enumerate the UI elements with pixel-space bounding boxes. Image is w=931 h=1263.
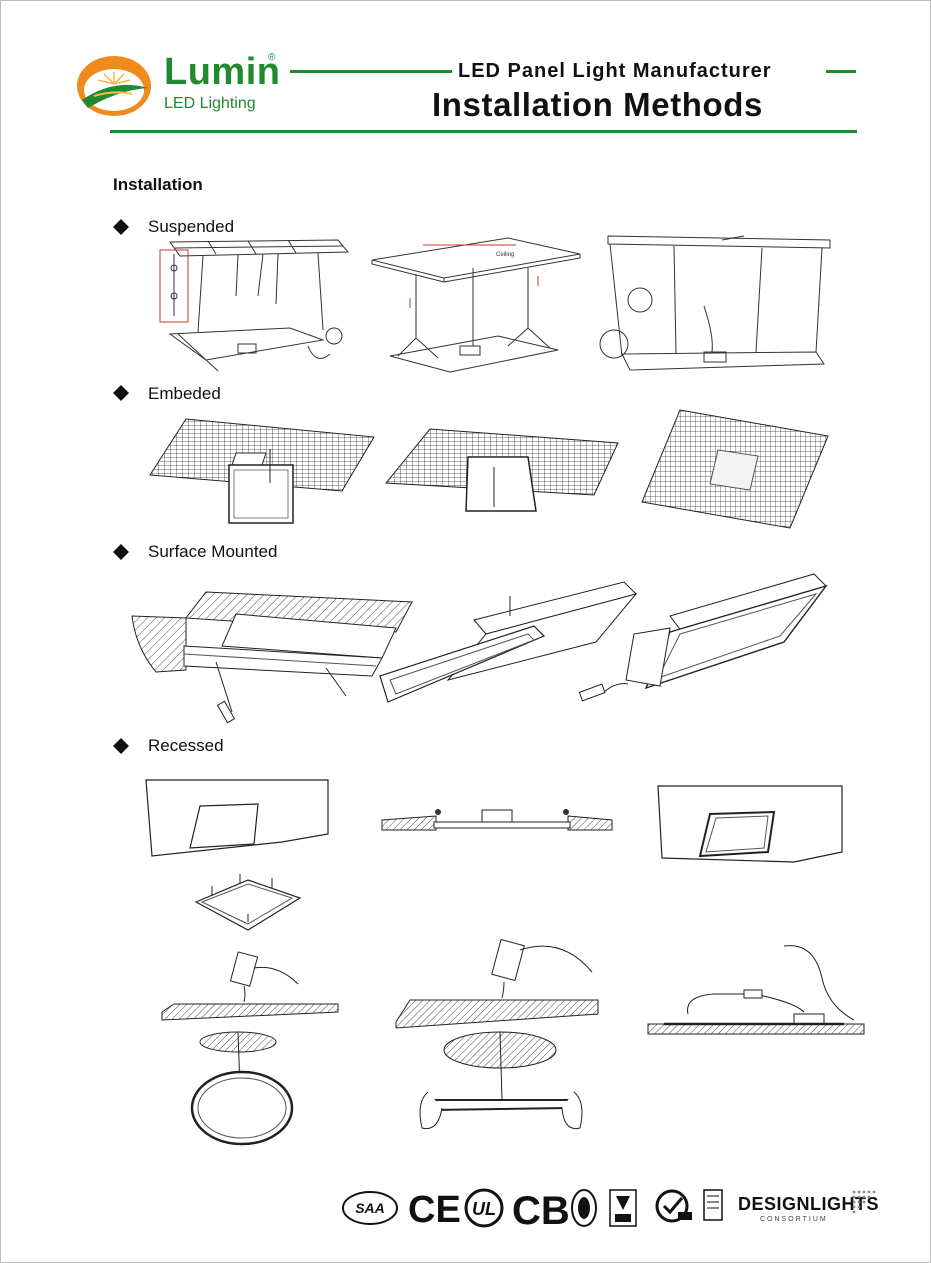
consortium-text: CONSORTIUM (760, 1216, 828, 1223)
diamond-bullet-icon (113, 385, 129, 401)
method-recessed-label: Recessed (148, 736, 224, 755)
header-line-left (290, 70, 452, 73)
recessed-diagram-ceiling-cutout (142, 776, 332, 860)
ul-text: UL (472, 1199, 496, 1219)
method-surface-mounted-label: Surface Mounted (148, 542, 278, 561)
registered-mark: ® (268, 52, 276, 63)
brand-tagline: LED Lighting (164, 95, 256, 112)
suspended-diagram-ceiling-cables: Ceiling (368, 228, 586, 378)
saa-mark-icon: SAA (342, 1191, 398, 1225)
brand-name: Lumin (164, 51, 281, 93)
recessed-diagram-cross-section (378, 809, 616, 834)
sgs-mark-icon (655, 1189, 692, 1223)
diamond-bullet-icon (113, 219, 129, 235)
certification-logos: SAA CE UL CB (340, 1182, 885, 1233)
diamond-bullet-icon (113, 544, 129, 560)
surface-diagram-installed (570, 570, 830, 712)
method-embedded-label: Embeded (148, 384, 221, 403)
header-divider (110, 130, 857, 133)
method-suspended-label: Suspended (148, 217, 235, 236)
embedded-diagram-panel-insert (382, 425, 620, 517)
tuv-mark-icon (571, 1189, 597, 1227)
ul-mark-icon: UL (464, 1188, 504, 1228)
certification-marks: SAA CE UL CB (342, 1188, 879, 1233)
suspended-diagram-grid-ceiling (158, 236, 353, 376)
saa-text: SAA (355, 1200, 385, 1216)
ceiling-caption: Ceiling (496, 252, 514, 258)
section-heading: Installation (113, 175, 203, 194)
sunrise-logo-icon (77, 56, 151, 116)
recessed-round-diagram-left (158, 948, 340, 1148)
diamond-bullet-icon (113, 738, 129, 754)
surface-diagram-panel-slide (374, 576, 640, 708)
certificate-mark-icon (703, 1189, 723, 1221)
ukas-mark-icon (609, 1189, 637, 1227)
ce-mark: CE (408, 1189, 461, 1231)
brand-logo: Lumin ® LED Lighting (74, 50, 289, 120)
surface-diagram-frame-section (126, 588, 418, 726)
embedded-diagram-panel-drop (146, 413, 378, 528)
header-line-right (826, 70, 856, 73)
cb-mark: CB (512, 1189, 570, 1232)
suspended-diagram-frame (594, 226, 840, 378)
page-title: Installation Methods (432, 86, 764, 123)
recessed-diagram-installed (654, 782, 846, 866)
recessed-round-diagram-right (644, 938, 868, 1042)
recessed-diagram-panel-clips (192, 870, 304, 936)
dot-grid-icon (852, 1190, 876, 1214)
designlights-text: DESIGNLIGHTS (738, 1194, 879, 1214)
header-subtitle: LED Panel Light Manufacturer (458, 60, 772, 82)
recessed-round-diagram-middle (392, 932, 616, 1146)
embedded-diagram-installed (640, 406, 830, 530)
